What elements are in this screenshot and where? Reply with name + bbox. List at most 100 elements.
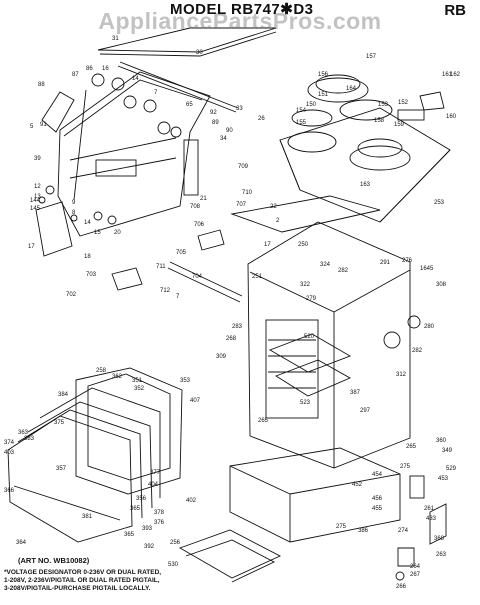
watermark-text: AppliancePartsPros.com <box>98 8 382 34</box>
callout: 144 <box>30 198 41 204</box>
callout: 265 <box>406 444 417 450</box>
callout: 258 <box>96 368 107 374</box>
callout: 9 <box>72 200 76 206</box>
callout: 282 <box>338 268 349 274</box>
callout: 322 <box>300 282 311 288</box>
callout: 90 <box>226 128 233 134</box>
callout: 309 <box>216 354 227 360</box>
callout: 88 <box>38 82 45 88</box>
callout: 404 <box>148 482 159 488</box>
callout: 163 <box>360 182 371 188</box>
callout: 261 <box>424 506 435 512</box>
callout: 706 <box>194 222 205 228</box>
callout: 1645 <box>420 266 434 272</box>
callout: 707 <box>236 202 247 208</box>
callout: 89 <box>212 120 219 126</box>
callout: 39 <box>34 156 41 162</box>
callout: 377 <box>150 470 161 476</box>
callout: 363 <box>18 430 29 436</box>
callout: 34 <box>220 136 227 142</box>
callout: 283 <box>232 324 243 330</box>
callout: 156 <box>318 72 329 78</box>
callout: 159 <box>394 122 405 128</box>
callout: 353 <box>180 378 191 384</box>
callout: 150 <box>306 102 317 108</box>
callout: 92 <box>210 110 217 116</box>
callout: 704 <box>192 274 203 280</box>
callout: 709 <box>238 164 249 170</box>
callout: 157 <box>366 54 377 60</box>
callout: 152 <box>398 100 409 106</box>
broiler-pan <box>178 529 282 583</box>
side-rails <box>111 229 243 303</box>
callout: 705 <box>176 250 187 256</box>
callout: 378 <box>154 510 165 516</box>
callout: 381 <box>82 514 93 520</box>
callout: 91 <box>40 122 47 128</box>
callout: 275 <box>400 464 411 470</box>
callout: 265 <box>258 418 269 424</box>
callout: 368 <box>434 536 445 542</box>
callout: 164 <box>346 86 357 92</box>
callout: 161 <box>442 72 453 78</box>
callout: 455 <box>372 506 383 512</box>
callout: 276 <box>402 258 413 264</box>
callout: 264 <box>410 564 421 570</box>
callout: 250 <box>298 242 309 248</box>
callout: 30 <box>196 50 203 56</box>
callout: 14 <box>132 76 139 82</box>
callout: 151 <box>318 92 329 98</box>
callout: 297 <box>360 408 371 414</box>
callout: 386 <box>358 528 369 534</box>
callout: 280 <box>424 324 435 330</box>
callout: 275 <box>336 524 347 530</box>
callout: 456 <box>372 496 383 502</box>
callout: 402 <box>186 498 197 504</box>
callout: 366 <box>4 488 15 494</box>
callout: 158 <box>374 118 385 124</box>
callout: 710 <box>242 190 253 196</box>
callout: 282 <box>412 348 423 354</box>
callout: 383 <box>24 436 35 442</box>
callout: 530 <box>168 562 179 568</box>
callout: 12 <box>34 184 41 190</box>
callout: 14 <box>84 220 91 226</box>
art-number: (ART NO. WB10082) <box>18 556 90 565</box>
callout: 453 <box>438 476 449 482</box>
callout: 263 <box>436 552 447 558</box>
callout: 365 <box>130 506 141 512</box>
callout: 375 <box>54 420 65 426</box>
callout: 155 <box>296 120 307 126</box>
storage-drawer <box>229 447 401 543</box>
callout: 7 <box>154 90 158 96</box>
callout: 376 <box>154 520 165 526</box>
callout: 21 <box>200 196 207 202</box>
callout: 403 <box>4 450 15 456</box>
left-trim-parts <box>35 91 117 257</box>
callout: 266 <box>396 584 407 590</box>
callout: 407 <box>190 398 201 404</box>
callout: 251 <box>252 274 263 280</box>
callout: 267 <box>410 572 421 578</box>
callout: 393 <box>142 526 153 532</box>
callout: 256 <box>170 540 181 546</box>
voltage-note: *VOLTAGE DESIGNATOR 0-236V OR DUAL RATED… <box>4 569 162 592</box>
callout: 523 <box>300 400 311 406</box>
callout: 253 <box>434 200 445 206</box>
callout: 387 <box>350 390 361 396</box>
callout: 17 <box>264 242 271 248</box>
callout: 33 <box>236 106 243 112</box>
callout: 145 <box>30 206 41 212</box>
callout: 703 <box>86 272 97 278</box>
callout: 308 <box>436 282 447 288</box>
callout: 160 <box>446 114 457 120</box>
callout: 22 <box>270 204 277 210</box>
callout: 529 <box>446 466 457 472</box>
callout: 15 <box>94 230 101 236</box>
callout: 384 <box>58 392 69 398</box>
callout: 8 <box>72 210 76 216</box>
callout: 364 <box>16 540 27 546</box>
callout: 360 <box>436 438 447 444</box>
